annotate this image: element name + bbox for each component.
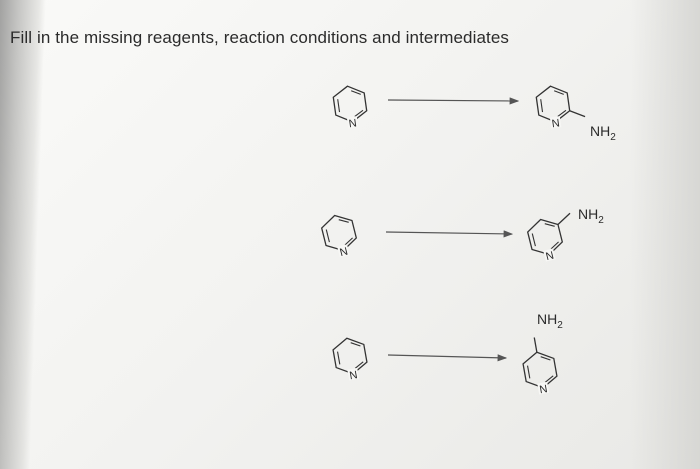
4-aminopyridine-product: N	[522, 337, 558, 396]
ring-nitrogen-label: N	[545, 250, 556, 264]
pyridine-start-3: N	[332, 337, 368, 382]
pyridine-start-2: N	[320, 214, 358, 260]
reaction-arrow-1	[387, 97, 520, 105]
screen-glare	[630, 0, 700, 469]
ring-nitrogen-label: N	[551, 117, 561, 130]
ring-nitrogen-label: N	[349, 369, 359, 382]
reaction-2: N N NH2	[320, 206, 604, 264]
amino-group-label: NH2	[590, 123, 616, 143]
amino-group-label: NH2	[578, 206, 604, 226]
3-aminopyridine-product: N	[526, 212, 571, 264]
reaction-1: N N NH2	[332, 85, 616, 143]
reaction-arrow-3	[387, 354, 508, 362]
ring-nitrogen-label: N	[539, 383, 549, 396]
ring-nitrogen-label: N	[348, 117, 358, 130]
amino-group-label: NH2	[537, 311, 563, 331]
question-text: Fill in the missing reagents, reaction c…	[10, 28, 510, 47]
reaction-3: N N NH2	[332, 311, 563, 396]
pyridine-start-1: N	[332, 85, 368, 130]
reaction-arrow-2	[385, 230, 514, 238]
2-aminopyridine-product: N	[535, 85, 586, 130]
ring-nitrogen-label: N	[339, 246, 350, 260]
